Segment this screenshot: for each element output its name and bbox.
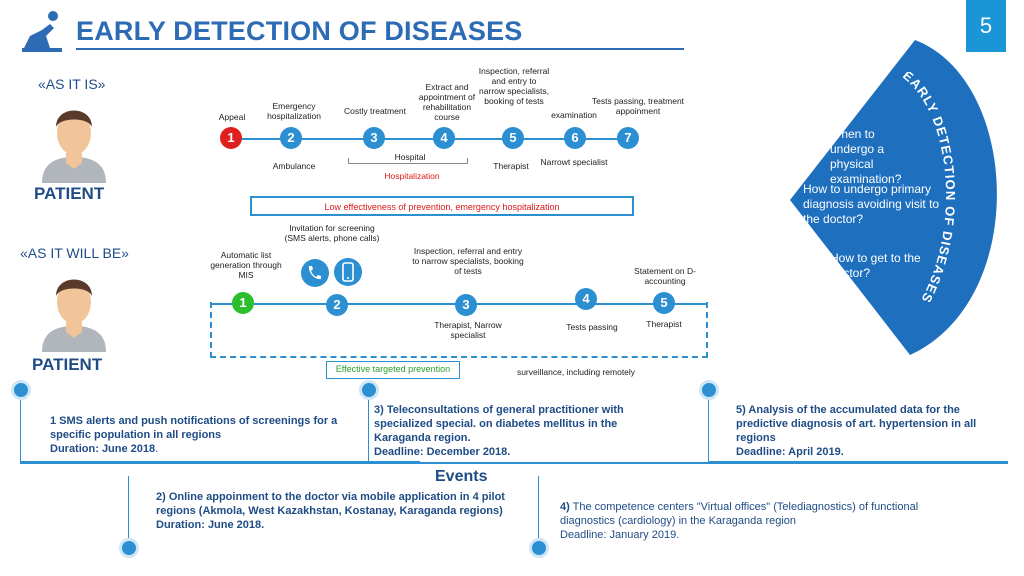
event-4-text: 4) The competence centers "Virtual offic… <box>560 500 960 542</box>
step-narrowt: Narrowt specialist <box>540 157 608 167</box>
event-1-description: 1 SMS alerts and push notifications of s… <box>50 415 338 441</box>
page-title: EARLY DETECTION OF DISEASES <box>76 16 523 46</box>
svg-text:EARLY DETECTION OF DISEASES: EARLY DETECTION OF DISEASES <box>900 72 958 306</box>
patient-label-as-is: PATIENT <box>34 184 105 203</box>
problem-box: Low effectiveness of prevention, emergen… <box>250 196 634 216</box>
step-therapist-new: Therapist <box>646 319 682 329</box>
as-is-step-6: 6 <box>564 127 586 149</box>
event-2-description: 2) Online appoinment to the doctor via m… <box>156 491 505 517</box>
event-1-text: 1 SMS alerts and push notifications of s… <box>50 414 352 456</box>
event-3-dot <box>359 380 379 400</box>
step-invitation: Invitation for screening (SMS alerts, ph… <box>284 223 380 243</box>
question-get-to-doctor: How to get to the doctor? <box>830 251 921 280</box>
as-is-step-1: 1 <box>220 127 242 149</box>
event-5-deadline: Deadline: April 2019. <box>736 446 844 458</box>
event-1-line <box>20 400 420 462</box>
step-appeal: Appeal <box>218 112 246 122</box>
question-primary-diagnosis: How to undergo primary diagnosis avoidin… <box>803 182 940 226</box>
event-4-description: The competence centers "Virtual offices"… <box>560 501 919 527</box>
event-3-description: 3) Teleconsultations of general practiti… <box>374 404 624 444</box>
step-auto-list: Automatic list generation through MIS <box>210 250 282 280</box>
result-box: Effective targeted prevention <box>326 361 460 379</box>
arc-title-text: EARLY DETECTION OF DISEASES <box>900 68 957 306</box>
event-4-number: 4) <box>560 501 570 513</box>
events-title: Events <box>435 468 488 485</box>
event-2-deadline: Duration: June 2018. <box>156 519 265 531</box>
logo-icon <box>20 8 64 54</box>
step-inspection: Inspection, referral and entry to narrow… <box>478 66 550 106</box>
will-be-dashed-frame <box>210 302 708 358</box>
will-be-step-2: 2 <box>326 294 348 316</box>
step-costly: Costly treatment <box>344 106 406 116</box>
step-emergency: Emergency hospitalization <box>267 101 321 121</box>
question-physical-exam: When to undergo a physical examination? <box>830 127 902 186</box>
step-therapist-narrow: Therapist, Narrow specialist <box>434 320 502 340</box>
event-1-deadline: Duration: June 2018 <box>50 443 156 455</box>
phone-call-icon <box>300 258 330 288</box>
event-4-line <box>538 476 540 546</box>
will-be-step-4: 4 <box>575 288 597 310</box>
patient-avatar-will-be <box>36 266 112 352</box>
events-axis <box>20 462 1008 464</box>
event-1-period: . <box>155 443 159 455</box>
event-3-text: 3) Teleconsultations of general practiti… <box>374 403 664 459</box>
mobile-phone-icon <box>333 257 363 287</box>
step-therapist: Therapist <box>493 161 529 171</box>
as-is-step-5: 5 <box>502 127 524 149</box>
event-2-dot <box>119 538 139 558</box>
as-is-step-4: 4 <box>433 127 455 149</box>
will-be-timeline-2 <box>254 303 584 305</box>
event-4-dot <box>529 538 549 558</box>
will-be-label: «AS IT WILL BE» <box>20 245 129 261</box>
hospital-bracket <box>348 158 468 164</box>
step-extract: Extract and appointment of rehabilitatio… <box>418 82 476 122</box>
event-3-line <box>368 398 370 462</box>
step-inspection-new: Inspection, referral and entry to narrow… <box>412 246 524 276</box>
event-5-line <box>708 398 1008 462</box>
will-be-step-3: 3 <box>455 294 477 316</box>
event-5-dot <box>699 380 719 400</box>
event-2-line <box>128 476 458 546</box>
event-3-deadline: Deadline: December 2018. <box>374 446 511 458</box>
will-be-step-1: 1 <box>232 292 254 314</box>
step-statement: Statement on D-accounting <box>634 266 696 286</box>
step-ambulance: Ambulance <box>272 161 316 171</box>
page-number: 5 <box>966 0 1006 52</box>
as-is-step-7: 7 <box>617 127 639 149</box>
step-examination: examination <box>551 110 597 120</box>
as-is-label: «AS IT IS» <box>38 76 106 92</box>
will-be-step-5: 5 <box>653 292 675 314</box>
step-tests-passing: Tests passing, treatment appoinment <box>591 96 685 116</box>
patient-avatar-as-is <box>36 97 112 183</box>
side-panel <box>780 40 1024 360</box>
event-1-dot <box>11 380 31 400</box>
event-5-description: 5) Analysis of the accumulated data for … <box>736 404 977 444</box>
step-surveillance: surveillance, including remotely <box>516 367 636 377</box>
will-be-timeline-1 <box>210 303 244 305</box>
event-2-text: 2) Online appoinment to the doctor via m… <box>156 490 512 532</box>
event-5-text: 5) Analysis of the accumulated data for … <box>736 403 990 459</box>
as-is-step-2: 2 <box>280 127 302 149</box>
step-hospitalization: Hospitalization <box>384 171 440 181</box>
as-is-step-3: 3 <box>363 127 385 149</box>
arc-title: EARLY DETECTION OF DISEASES <box>892 68 982 332</box>
patient-label-will-be: PATIENT <box>32 355 103 374</box>
step-hospital: Hospital <box>394 152 426 162</box>
event-4-deadline: Deadline: January 2019. <box>560 529 680 541</box>
will-be-timeline-3 <box>592 303 708 305</box>
title-underline <box>76 48 684 50</box>
step-tests-passing-new: Tests passing <box>566 322 618 332</box>
